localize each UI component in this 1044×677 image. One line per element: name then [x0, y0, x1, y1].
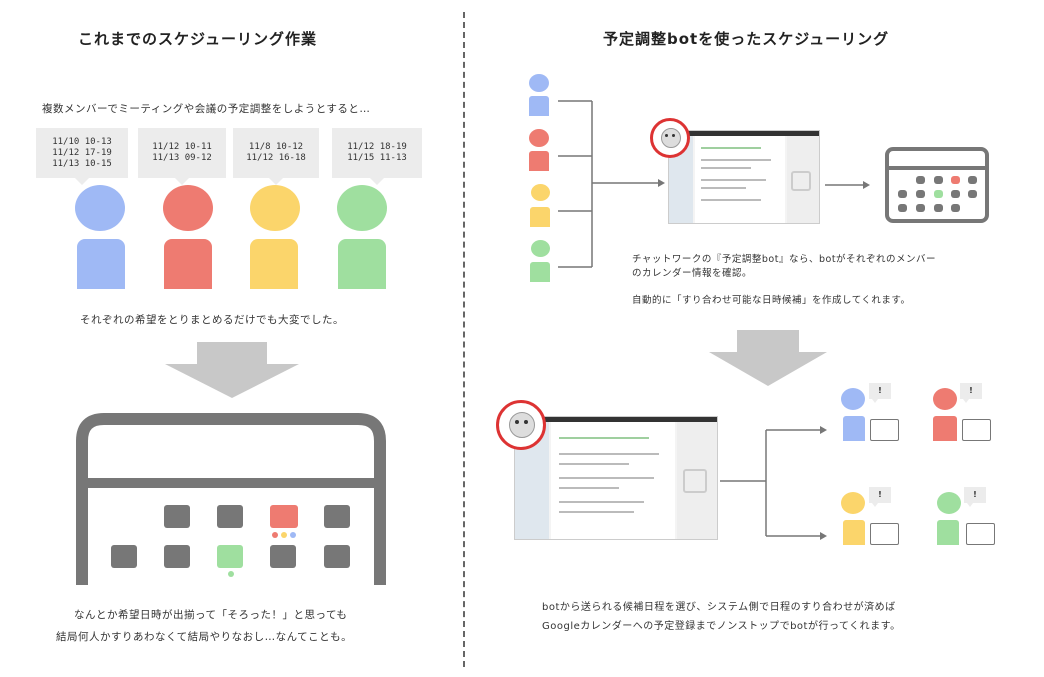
notified-person-blue-body-icon	[843, 416, 865, 441]
mini-calendar-icon	[962, 419, 991, 441]
bubble-line: 11/13 09-12	[152, 153, 212, 163]
mini-calendar-icon	[966, 523, 995, 545]
small-person-green-body-icon	[530, 262, 550, 282]
notify-mark: !	[878, 490, 882, 499]
small-person-blue-head-icon	[529, 74, 549, 92]
small-person-blue-body-icon	[529, 96, 549, 116]
small-person-yellow-head-icon	[531, 184, 550, 201]
person-green-body-icon	[338, 239, 386, 289]
bubble-line: 11/12 16-18	[246, 153, 306, 163]
dot-yellow-icon	[281, 532, 287, 538]
person-yellow-head-icon	[250, 185, 300, 231]
notify-mark: !	[973, 490, 977, 499]
notified-person-green-head-icon	[937, 492, 961, 514]
right-desc-text-3: 自動的に「すり合わせ可能な日時候補」を作成してくれます。	[632, 295, 911, 306]
calendar-cell	[968, 176, 977, 184]
right-arrow-icon	[825, 181, 870, 189]
notified-person-yellow-head-icon	[841, 492, 865, 514]
right-desc-text-2: のカレンダー情報を確認。	[632, 268, 753, 279]
calendar-cell	[916, 204, 925, 212]
calendar-day-cell	[111, 545, 137, 568]
calendar-cell-red	[951, 176, 960, 184]
small-person-red-head-icon	[529, 129, 549, 147]
calendar-day-cell-green	[217, 545, 243, 568]
schedule-bubble-red: 11/12 10-11 11/13 09-12	[138, 128, 226, 185]
chatwork-screenshot-1	[668, 130, 820, 224]
small-person-yellow-body-icon	[530, 207, 550, 227]
notify-mark: !	[878, 386, 882, 395]
bubble-line: 11/12 17-19	[52, 147, 112, 158]
notified-person-red-body-icon	[933, 416, 957, 441]
down-arrow-icon	[709, 330, 827, 386]
left-bottom-text-1: なんとか希望日時が出揃って「そろった！」と思っても	[74, 609, 348, 621]
calendar-day-cell	[217, 505, 243, 528]
left-intro-text: 複数メンバーでミーティングや会議の予定調整をしようとすると…	[42, 103, 371, 115]
person-red-head-icon	[163, 185, 213, 231]
calendar-day-cell	[164, 505, 190, 528]
calendar-cell	[951, 190, 960, 198]
calendar-cell	[934, 204, 943, 212]
bubble-line: 11/15 11-13	[347, 153, 407, 163]
left-summary-text: それぞれの希望をとりまとめるだけでも大変でした。	[80, 314, 344, 326]
person-blue-head-icon	[75, 185, 125, 231]
calendar-cell	[951, 204, 960, 212]
calendar-day-cell	[324, 505, 350, 528]
branch-connector-icon	[720, 426, 827, 540]
dot-green-icon	[228, 571, 234, 577]
right-desc-text-1: チャットワークの『予定調整bot』なら、botがそれぞれのメンバー	[632, 254, 937, 265]
calendar-day-cell	[270, 545, 296, 568]
merge-connector-icon	[558, 100, 665, 268]
calendar-cell	[934, 176, 943, 184]
notify-bubble: !	[964, 487, 986, 507]
notify-bubble: !	[960, 383, 982, 403]
mini-calendar-icon	[870, 419, 899, 441]
bubble-line: 11/13 10-15	[52, 158, 112, 169]
calendar-cell	[898, 204, 907, 212]
schedule-bubble-green: 11/12 18-19 11/15 11-13	[332, 128, 422, 185]
bot-avatar-icon	[650, 118, 690, 158]
notify-bubble: !	[869, 487, 891, 507]
right-bottom-text-2: Googleカレンダーへの予定登録までノンストップでbotが行ってくれます。	[542, 621, 901, 632]
calendar-cell	[968, 190, 977, 198]
mini-calendar-icon	[870, 523, 899, 545]
bubble-line: 11/12 10-11	[152, 142, 212, 152]
schedule-bubble-blue: 11/10 10-13 11/12 17-19 11/13 10-15	[36, 128, 128, 185]
center-divider	[463, 12, 465, 667]
bubble-line: 11/8 10-12	[248, 142, 304, 152]
calendar-day-cell	[324, 545, 350, 568]
dot-red-icon	[272, 532, 278, 538]
calendar-icon	[885, 147, 989, 223]
calendar-cell	[916, 176, 925, 184]
large-calendar-icon	[76, 413, 386, 585]
bot-avatar-icon	[496, 400, 546, 450]
notified-person-yellow-body-icon	[843, 520, 865, 545]
notify-mark: !	[969, 386, 973, 395]
small-person-green-head-icon	[531, 240, 550, 257]
calendar-day-cell	[164, 545, 190, 568]
bubble-line: 11/12 18-19	[347, 142, 407, 152]
schedule-bubble-yellow: 11/8 10-12 11/12 16-18	[233, 128, 319, 185]
person-red-body-icon	[164, 239, 212, 289]
calendar-cell	[898, 190, 907, 198]
person-blue-body-icon	[77, 239, 125, 289]
calendar-cell	[916, 190, 925, 198]
right-title: 予定調整botを使ったスケジューリング	[603, 30, 890, 48]
calendar-cell-green	[934, 190, 943, 198]
notified-person-red-head-icon	[933, 388, 957, 410]
right-bottom-text-1: botから送られる候補日程を選び、システム側で日程のすり合わせが済めば	[542, 602, 896, 613]
notified-person-green-body-icon	[937, 520, 959, 545]
dot-blue-icon	[290, 532, 296, 538]
notify-bubble: !	[869, 383, 891, 403]
down-arrow-icon	[165, 342, 299, 398]
left-bottom-text-2: 結局何人かすりあわなくて結局やりなおし…なんてことも。	[56, 631, 353, 643]
bubble-line: 11/10 10-13	[52, 136, 112, 147]
person-green-head-icon	[337, 185, 387, 231]
chatwork-screenshot-2	[514, 416, 718, 540]
notified-person-blue-head-icon	[841, 388, 865, 410]
left-title: これまでのスケジューリング作業	[78, 30, 317, 48]
calendar-day-cell-red	[270, 505, 298, 528]
person-yellow-body-icon	[250, 239, 298, 289]
small-person-red-body-icon	[529, 151, 549, 171]
